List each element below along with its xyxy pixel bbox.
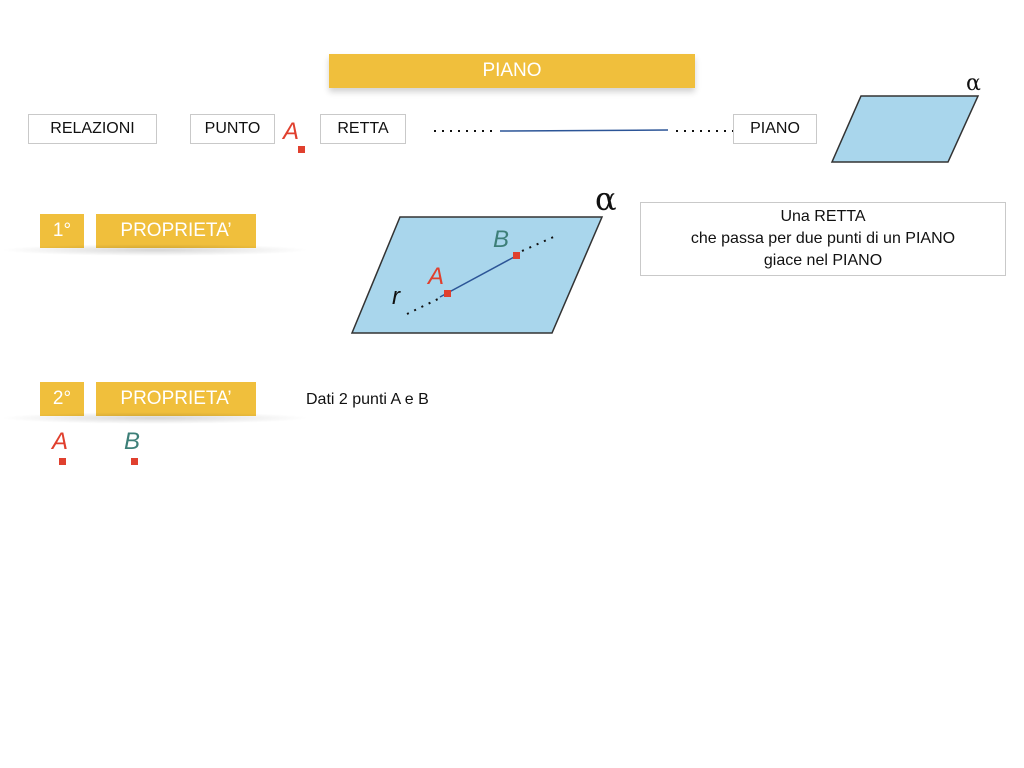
- point-a-marker: [298, 146, 305, 153]
- property1-number: 1°: [40, 214, 84, 248]
- plane-alpha-symbol-small: α: [966, 71, 981, 96]
- property2-label: PROPRIETA’: [96, 382, 256, 416]
- description-line-3: giace nel PIANO: [763, 252, 883, 269]
- plane-shape-small: [830, 95, 980, 163]
- relazioni-label: RELAZIONI: [50, 120, 135, 137]
- page-title: PIANO: [329, 54, 695, 88]
- retta-label: RETTA: [337, 120, 389, 137]
- plane-alpha-symbol-large: α: [595, 180, 617, 218]
- point-a-label: A: [283, 118, 300, 145]
- property2-number: 2°: [40, 382, 84, 416]
- retta-box: RETTA: [320, 114, 406, 144]
- point-b-marker-plane: [513, 252, 520, 259]
- line-r-label: r: [392, 283, 400, 310]
- point-a-marker-plane: [444, 290, 451, 297]
- plane-illustration-small: [830, 95, 980, 163]
- line-illustration: [434, 129, 734, 132]
- relazioni-box: RELAZIONI: [28, 114, 157, 144]
- property1-description-box: Una RETTA che passa per due punti di un …: [640, 202, 1006, 276]
- line-r-dots-upper: [521, 234, 559, 252]
- point-a-label-plane: A: [428, 263, 445, 290]
- property2-shadow: [0, 412, 310, 424]
- plane-illustration-large: [350, 216, 604, 334]
- point-b-marker-standalone: [131, 458, 138, 465]
- description-line-2: che passa per due punti di un PIANO: [690, 230, 956, 247]
- property2-text: Dati 2 punti A e B: [306, 391, 429, 408]
- line-r-segment: [439, 255, 517, 298]
- point-b-label-plane: B: [493, 226, 510, 253]
- point-a-marker-standalone: [59, 458, 66, 465]
- punto-box: PUNTO: [190, 114, 275, 144]
- property1-label: PROPRIETA’: [96, 214, 256, 248]
- point-a-label-standalone: A: [52, 428, 69, 455]
- line-r-dots-lower: [406, 298, 439, 315]
- property1-shadow: [0, 244, 310, 256]
- description-line-1: Una RETTA: [780, 208, 866, 225]
- plane-shape-large: [350, 216, 604, 334]
- punto-label: PUNTO: [204, 120, 261, 137]
- point-b-label-standalone: B: [124, 428, 141, 455]
- piano-box: PIANO: [733, 114, 817, 144]
- line-segment: [499, 129, 669, 132]
- piano-label: PIANO: [750, 120, 800, 137]
